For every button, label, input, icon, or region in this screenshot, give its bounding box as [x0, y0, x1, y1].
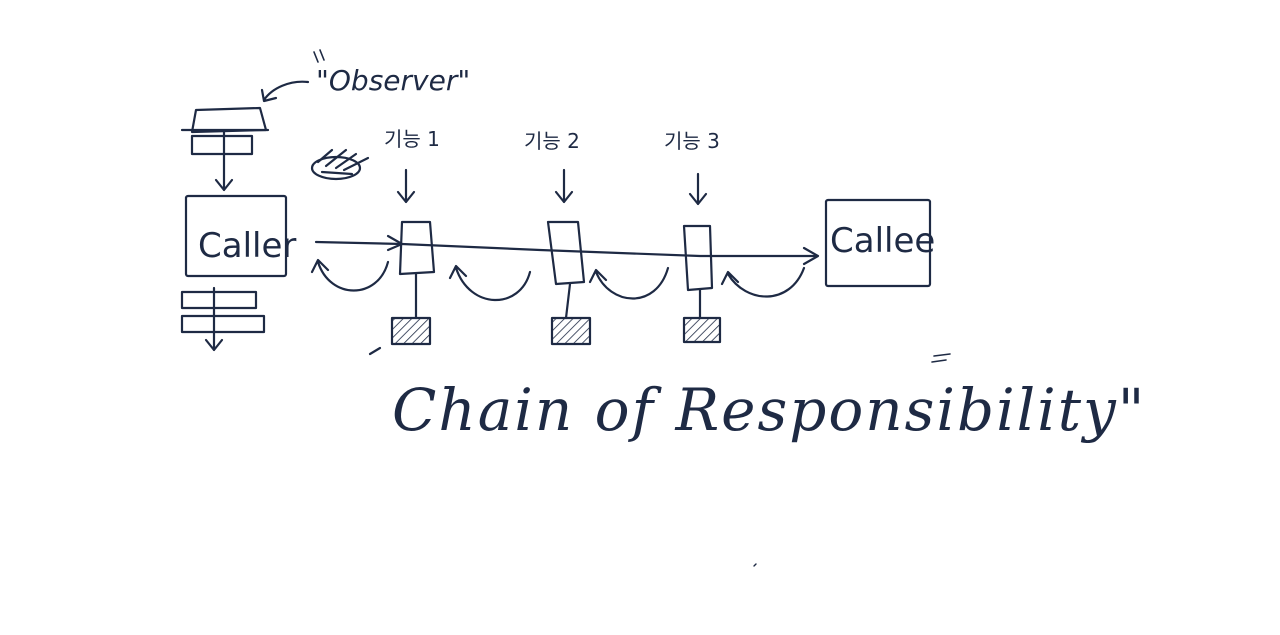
callee-box — [824, 198, 932, 288]
caller-box — [184, 194, 288, 278]
handler-2-down-arrow — [554, 168, 574, 204]
handler-3-down-arrow — [688, 172, 708, 206]
observer-eye-icon — [310, 148, 370, 181]
observer-label: "Observer" — [316, 64, 470, 97]
title-open-quote-mark — [931, 353, 951, 363]
handler-1-down-arrow — [396, 168, 416, 204]
handler-2-hatched-box — [550, 316, 592, 346]
handler-1-label: 기능 1 — [384, 127, 440, 151]
handler-2-label: 기능 2 — [524, 129, 580, 153]
handler-1-hatched-box — [390, 316, 432, 346]
request-flow-line — [314, 240, 818, 258]
handler-2-stem — [564, 282, 572, 320]
return-arrow-to-handler-3 — [720, 266, 806, 298]
observer-open-quote-mark — [313, 49, 325, 63]
callee-label: Callee — [830, 221, 935, 261]
return-arrow-to-handler-1 — [448, 264, 532, 302]
return-arrow-to-handler-2 — [588, 266, 670, 300]
stray-dot — [753, 563, 757, 567]
caller-label: Caller — [198, 226, 296, 266]
observer-bottom-stack — [180, 286, 266, 352]
pattern-title: Chain of Responsibility" — [392, 376, 1146, 444]
handler-1-box — [398, 220, 436, 276]
request-arrowhead-callee — [802, 246, 820, 266]
observer-top-stack — [180, 106, 270, 192]
handler-3-hatched-box — [682, 316, 722, 344]
handler-2-box — [546, 220, 586, 286]
handler-1-tick — [368, 346, 382, 356]
handler-3-box — [682, 224, 714, 292]
observer-pointer-arrow — [260, 80, 310, 103]
return-arrow-to-caller — [310, 258, 390, 292]
handler-3-label: 기능 3 — [664, 129, 720, 153]
